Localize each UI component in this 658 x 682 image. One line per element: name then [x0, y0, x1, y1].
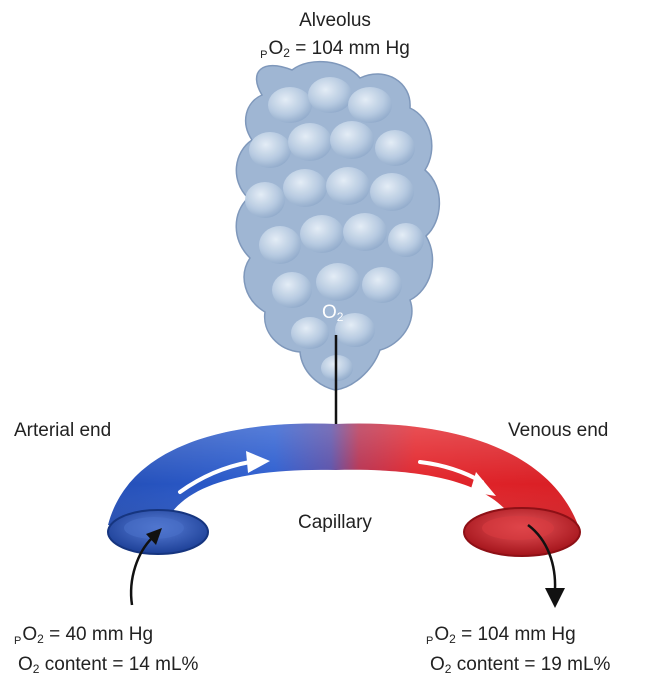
alveolus-po2-sub: 2: [283, 46, 290, 60]
arterial-po2-sub: 2: [37, 632, 44, 646]
arterial-po2-prefix: P: [14, 635, 21, 647]
venous-po2-main: O: [434, 624, 449, 645]
venous-po2-value: = 104 mm Hg: [456, 624, 576, 645]
oxygen-label: O2: [322, 302, 343, 328]
arterial-content-main: O: [18, 654, 33, 675]
arterial-o2-content: O2 content = 14 mL%: [18, 654, 198, 680]
capillary-label: Capillary: [298, 512, 372, 534]
arterial-po2-main: O: [22, 624, 37, 645]
alveolus-po2: PO2 = 104 mm Hg: [220, 38, 450, 66]
capillary-tube: [108, 424, 580, 556]
oxygen-main: O: [322, 302, 337, 323]
arterial-end-label: Arterial end: [14, 420, 111, 442]
arterial-content-value: content = 14 mL%: [39, 654, 198, 675]
arterial-po2: PO2 = 40 mm Hg: [14, 624, 153, 652]
arterial-po2-value: = 40 mm Hg: [44, 624, 153, 645]
oxygen-sub: 2: [337, 310, 344, 324]
venous-content-value: content = 19 mL%: [451, 654, 610, 675]
alveolus-shape: [236, 62, 439, 390]
venous-po2-prefix: P: [426, 635, 433, 647]
venous-content-main: O: [430, 654, 445, 675]
alveolus-title: Alveolus: [240, 10, 430, 32]
alveolus-po2-value: = 104 mm Hg: [290, 38, 410, 59]
alveolus-po2-main: O: [269, 38, 284, 59]
alveolus-po2-prefix: P: [260, 49, 267, 61]
venous-po2-sub: 2: [449, 632, 456, 646]
venous-end-label: Venous end: [508, 420, 608, 442]
venous-po2: PO2 = 104 mm Hg: [426, 624, 576, 652]
venous-o2-content: O2 content = 19 mL%: [430, 654, 610, 680]
